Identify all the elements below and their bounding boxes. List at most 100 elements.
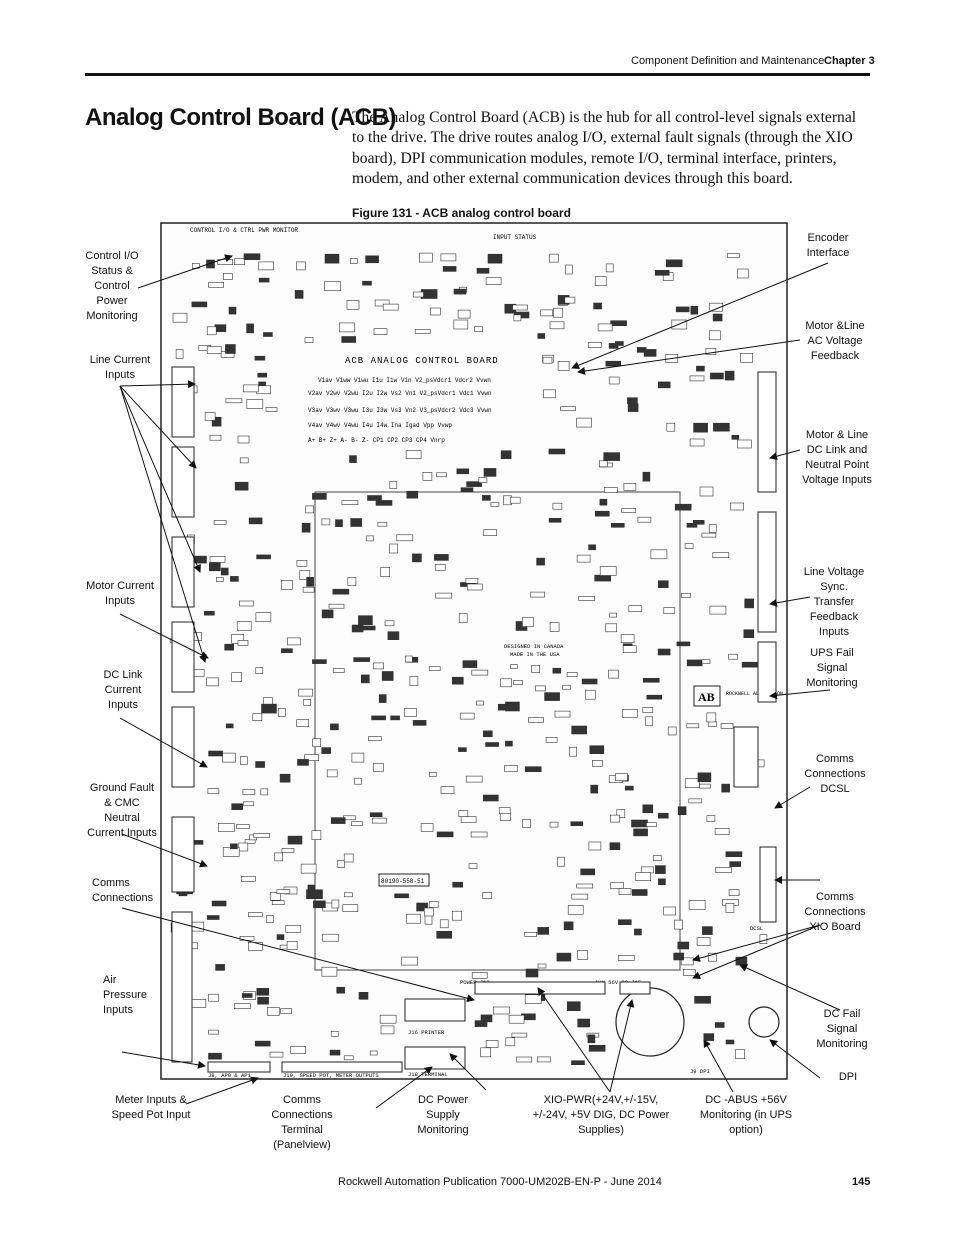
publication-footer: Rockwell Automation Publication 7000-UM2… — [338, 1176, 662, 1188]
board-component — [513, 314, 522, 322]
board-component — [412, 553, 422, 563]
board-component — [380, 567, 390, 577]
board-component — [566, 672, 578, 677]
board-component — [642, 804, 654, 814]
board-component — [306, 889, 323, 900]
board-component — [603, 452, 621, 461]
board-component — [350, 518, 362, 527]
board-component — [361, 674, 370, 684]
board-component — [498, 807, 511, 815]
board-component — [671, 319, 688, 330]
board-component — [404, 708, 417, 717]
board-component — [622, 645, 637, 654]
board-component — [696, 937, 711, 946]
side-connector — [757, 371, 777, 493]
board-component — [465, 577, 479, 584]
board-component — [261, 703, 277, 714]
board-component — [206, 915, 220, 920]
board-component — [730, 502, 745, 511]
board-component — [452, 910, 462, 921]
callout-xio-pwr: XIO-PWR(+24V,+/-15V, +/-24V, +5V DIG, DC… — [532, 1094, 670, 1136]
silk-top: CONTROL I/O & CTRL PWR MONITOR — [190, 227, 298, 234]
silk-row3: V3av V3wv V3wu I3u I3w Vs3 Vn2 V3_psVdcr… — [308, 407, 492, 414]
board-component — [474, 326, 483, 332]
board-component — [387, 631, 400, 641]
board-component — [457, 309, 471, 319]
board-component — [584, 689, 596, 700]
board-component — [712, 313, 723, 322]
board-component — [401, 956, 418, 966]
board-component — [735, 956, 748, 966]
board-component — [296, 559, 308, 567]
board-component — [576, 883, 594, 889]
board-component — [253, 833, 270, 838]
board-component — [225, 723, 234, 729]
board-component — [725, 851, 743, 858]
board-component — [690, 305, 699, 315]
board-component — [412, 720, 427, 726]
board-component — [242, 789, 256, 795]
board-component — [549, 321, 565, 330]
board-component — [230, 843, 238, 850]
board-component — [303, 698, 311, 706]
silk-dpi: J9 DPI — [690, 1068, 710, 1075]
board-component — [483, 468, 497, 477]
page-number: 145 — [852, 1176, 871, 1188]
board-component — [257, 372, 267, 378]
board-component — [369, 1050, 378, 1056]
board-component — [428, 771, 437, 777]
board-component — [544, 692, 560, 701]
board-component — [246, 323, 254, 334]
board-component — [591, 759, 603, 767]
board-component — [332, 668, 345, 673]
board-component — [373, 328, 388, 335]
board-component — [302, 586, 315, 593]
board-component — [537, 963, 547, 969]
board-component — [209, 556, 226, 563]
board-component — [650, 549, 668, 560]
board-component — [688, 900, 706, 910]
board-component — [701, 659, 711, 665]
board-component — [684, 543, 694, 550]
board-component — [603, 487, 618, 493]
board-component — [618, 888, 632, 895]
board-component — [330, 817, 346, 824]
board-component — [599, 498, 608, 506]
board-component — [708, 330, 721, 341]
callout-air-pressure: Air Pressure Inputs — [103, 974, 148, 1016]
board-component — [375, 500, 393, 506]
board-component — [243, 253, 261, 261]
board-component — [424, 914, 433, 925]
board-component — [384, 620, 395, 627]
board-component — [270, 891, 281, 901]
board-component — [466, 583, 483, 591]
board-component — [708, 524, 717, 533]
board-component — [468, 863, 478, 869]
board-component — [337, 860, 345, 868]
callout-dpi: DPI — [838, 1071, 858, 1083]
board-component — [725, 1039, 735, 1045]
silk-designed: DESIGNED IN CANADA — [504, 643, 564, 650]
silk-row1: V1av V1ww V1wu I1u I1w V1n V2_psVdcr1 Vd… — [318, 377, 491, 384]
board-component — [646, 694, 663, 700]
board-component — [665, 354, 679, 363]
board-component — [222, 752, 236, 763]
board-component — [681, 593, 691, 598]
board-component — [351, 821, 363, 827]
board-component — [631, 819, 648, 828]
board-component — [305, 505, 314, 514]
board-component — [721, 783, 731, 793]
board-component — [228, 306, 237, 315]
board-component — [204, 412, 216, 421]
board-component — [324, 253, 340, 264]
board-component — [358, 991, 369, 1000]
board-component — [239, 457, 249, 464]
board-component — [729, 861, 742, 867]
board-component — [587, 342, 602, 348]
board-component — [562, 684, 571, 690]
board-component — [657, 648, 671, 656]
board-component — [609, 842, 621, 851]
board-component — [336, 986, 345, 994]
board-component — [643, 349, 657, 357]
board-component — [381, 671, 394, 681]
